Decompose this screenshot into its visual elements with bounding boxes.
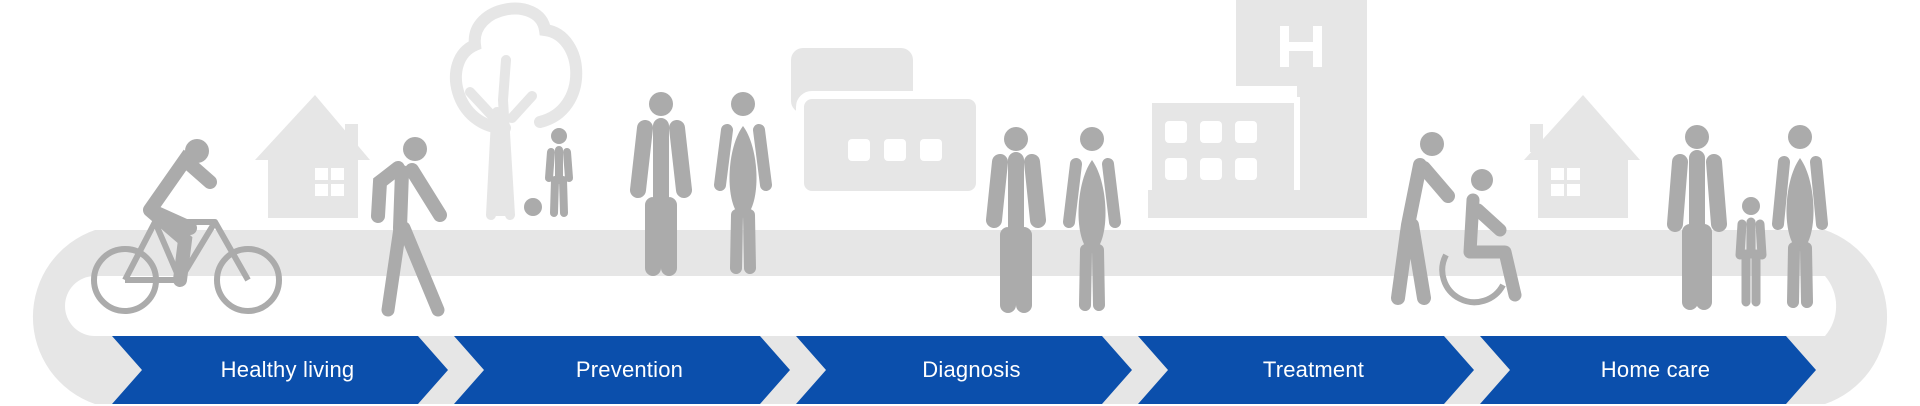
chevron-step-3: [796, 336, 1132, 404]
hospital-icon: [1146, 0, 1367, 219]
cyclist-icon: [91, 139, 282, 314]
doctor-male-icon: [630, 92, 692, 276]
step-diagnosis[interactable]: Diagnosis: [922, 357, 1021, 382]
doctor-male-icon: [986, 127, 1046, 313]
chevron-step-1: [112, 336, 448, 404]
house-icon: [255, 95, 370, 218]
step-treatment[interactable]: Treatment: [1262, 357, 1365, 382]
walking-person-icon: [371, 137, 447, 317]
house-icon: [1524, 95, 1640, 218]
chevron-step-5: [1480, 336, 1816, 404]
journey-steps-chevrons: [112, 336, 1816, 404]
tree-icon: [449, 2, 583, 220]
family-icon: [1667, 125, 1828, 310]
chevron-step-4: [1138, 336, 1474, 404]
assisting-person-icon: [1391, 132, 1455, 305]
nurse-female-icon: [714, 92, 772, 274]
chevron-step-2: [454, 336, 790, 404]
step-prevention[interactable]: Prevention: [575, 357, 684, 382]
step-home-care[interactable]: Home care: [1600, 357, 1711, 382]
chat-bubbles-icon: [791, 48, 984, 199]
child-icon: [545, 128, 573, 217]
wheelchair-user-icon: [1439, 169, 1522, 306]
step-healthy-living[interactable]: Healthy living: [220, 357, 355, 382]
doctor-female-icon: [1063, 127, 1121, 311]
